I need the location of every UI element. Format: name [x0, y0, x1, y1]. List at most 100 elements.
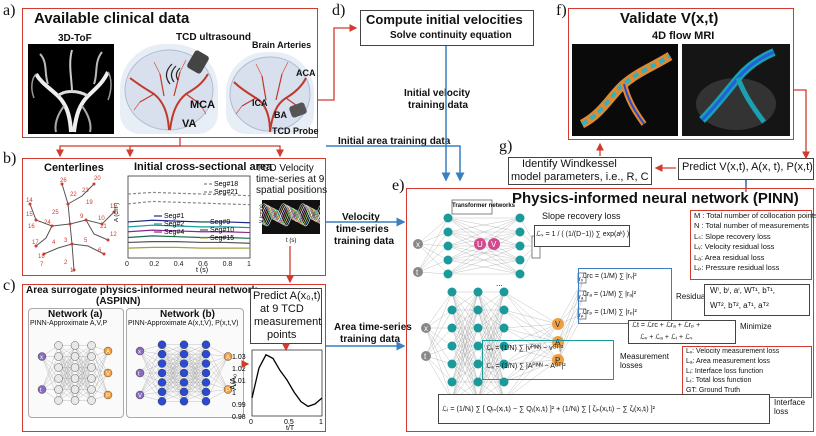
residual-node-label: rₚ [579, 313, 584, 319]
legend-bottom-item: Lᵢ: Interface loss function [686, 367, 763, 375]
network-node [37, 385, 47, 394]
network-node [54, 363, 63, 372]
area-xtick-label: 0.4 [174, 261, 184, 268]
network-edge [417, 231, 449, 273]
legend-entry: Seg#18 [214, 181, 238, 188]
network-node [157, 387, 167, 397]
network-node [157, 368, 167, 378]
centerline-node-label: 1 [70, 268, 74, 274]
legend-entry: Seg#2 [164, 221, 184, 228]
network-edge [58, 345, 76, 379]
centerline-node-label: 3 [64, 238, 68, 244]
network-edge [425, 327, 453, 401]
network-edge [425, 291, 453, 357]
centerline-node-label: 17 [32, 240, 39, 246]
network-edge [91, 350, 109, 379]
velocity-chart: V (cm/s) t (s) [259, 200, 321, 244]
network-edge [41, 367, 59, 390]
network-edge [557, 277, 585, 325]
network-edge [425, 309, 453, 329]
network-edge [477, 291, 505, 311]
panel-c-box [22, 284, 326, 432]
network-edge [447, 217, 521, 233]
panel-label-e: e) [392, 177, 405, 194]
pinn-u-node [474, 238, 486, 250]
network-edge [161, 372, 185, 402]
network-b-subtitle: PINN-Approximate A(x,t,V), P(x,t,V) [128, 320, 239, 327]
network-edge [557, 295, 585, 361]
panel-label-c: c) [3, 277, 16, 294]
velocity-training-2: time-series [336, 224, 389, 235]
network-edge [417, 217, 449, 245]
brain-label: Brain Arteries [252, 40, 312, 50]
pinn-u-label: U [477, 240, 483, 249]
ellipsis-top: ... [496, 279, 503, 288]
network-node [179, 378, 189, 387]
pinn-v-node [488, 238, 500, 250]
network-edge [503, 323, 559, 401]
network-edge [425, 355, 453, 401]
panel-label-b: b) [3, 150, 17, 167]
network-edge [447, 217, 521, 247]
network-node [87, 363, 96, 372]
network-node [87, 385, 96, 394]
centerline-node-label: 4 [52, 240, 56, 246]
legend-top-item: Lₛ: Slope recovery loss [694, 231, 771, 241]
predict-area-4: points [267, 329, 297, 341]
panel-a-title: Available clinical data [34, 10, 190, 27]
network-edge [58, 367, 76, 401]
legend-bottom-item: Lₜ: Total loss function [686, 377, 752, 385]
network-node [157, 349, 167, 359]
pinn-input-node [421, 323, 431, 333]
ratio-xlabel: t/T [286, 425, 295, 432]
network-edge [451, 345, 479, 401]
network-node-label: A [226, 355, 230, 361]
predict-area-3: measurement [254, 316, 322, 328]
area-xtick-label: 0 [125, 261, 129, 268]
predict-area-2: at 9 TCD [260, 303, 304, 315]
ratio-ytick-label: 1.01 [232, 378, 246, 385]
aspinn-title-1: Area surrogate physics-informed neural n… [26, 285, 258, 296]
velocity-trace [261, 205, 321, 223]
tcd-label: TCD ultrasound [176, 32, 251, 43]
area-xtick-label: 1 [247, 261, 251, 268]
network-edge [477, 291, 505, 347]
network-edge [503, 323, 559, 347]
area-series-line [127, 191, 251, 197]
network-node [201, 387, 211, 397]
legend-top-item: N : Total number of measurements [694, 221, 809, 231]
network-node [157, 359, 167, 368]
network-node [54, 374, 63, 383]
panel-f-subtitle: 4D flow MRI [652, 30, 715, 42]
windkessel-line-2: model parameters, i.e., R, C [511, 171, 649, 183]
network-edge [183, 372, 207, 402]
pinn-hidden-node [515, 255, 525, 265]
network-edge [74, 345, 92, 379]
panel-d-box [360, 10, 534, 46]
panel-label-a: a) [3, 2, 16, 19]
pinn-input-node [413, 267, 423, 277]
network-edge [161, 382, 185, 402]
network-node [54, 341, 63, 350]
network-edge [139, 372, 163, 396]
centerline-node-label: 11 [110, 204, 117, 210]
network-edge [74, 345, 92, 368]
network-node [201, 368, 211, 378]
network-edge [425, 327, 453, 383]
panel-label-f: f) [556, 2, 567, 19]
centerline-node-label: 24 [44, 220, 51, 226]
network-edge [205, 363, 229, 390]
total-loss-line-2: ℒᵥ + ℒₐ + ℒᵢ + ℒₛ [640, 334, 693, 341]
network-edge [417, 231, 449, 245]
network-edge [183, 344, 207, 374]
network-node [223, 385, 233, 394]
network-edge [139, 350, 163, 374]
network-node [37, 352, 47, 361]
pinn-hidden-node [499, 305, 509, 315]
ratio-xtick-label: 1 [319, 419, 323, 426]
slope-eq-box [534, 225, 630, 247]
params-box [704, 284, 810, 316]
network-node-label: x [138, 350, 141, 356]
